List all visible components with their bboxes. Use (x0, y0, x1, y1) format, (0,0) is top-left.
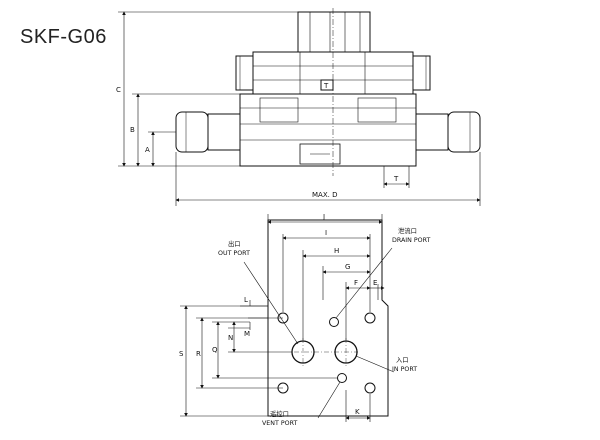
dim-b-label: B (130, 126, 135, 134)
drain-port-cn-label: 泄流口 (398, 226, 417, 235)
dim-m-label: M (244, 330, 250, 338)
vent-port-label: VENT PORT (262, 420, 298, 427)
dim-g-label: G (345, 263, 350, 271)
dim-s-label: S (179, 350, 184, 358)
mounting-face-view (267, 219, 389, 417)
dim-k-label: K (355, 408, 360, 416)
vent-port-cn-label: 遥控口 (270, 409, 289, 418)
mounting-face-dimension-labels: J I H G F E L M N Q R S K (179, 213, 377, 416)
center-mark-label: T (323, 82, 329, 90)
drain-port-label: DRAIN PORT (392, 237, 431, 244)
dim-i-label: I (325, 229, 327, 237)
dim-a-label: A (145, 146, 150, 154)
port-labels: 出口 OUT PORT 泄流口 DRAIN PORT 入口 IN PORT 遥控… (218, 226, 431, 427)
dim-n-label: N (228, 334, 233, 342)
out-port-cn-label: 出口 (228, 239, 241, 248)
top-view-dimension-lines (118, 11, 481, 206)
valve-side-view (175, 8, 481, 176)
dim-q-label: Q (212, 346, 218, 354)
dim-l-label: L (244, 296, 248, 304)
out-port-label: OUT PORT (218, 250, 250, 257)
dim-j-label: J (322, 213, 325, 221)
dim-r-label: R (196, 350, 201, 358)
mounting-face-dimension-lines (180, 214, 395, 422)
top-view-dimension-labels: C B A T MAX. D T (116, 82, 399, 199)
dim-t-label: T (393, 175, 399, 183)
dim-max-d-label: MAX. D (312, 191, 337, 199)
dim-h-label: H (334, 247, 339, 255)
in-port-label: IN PORT (392, 366, 417, 373)
dim-f-label: F (354, 279, 358, 287)
dim-c-label: C (116, 86, 121, 94)
dim-e-label: E (373, 279, 377, 287)
model-title: SKF-G06 (20, 26, 107, 48)
in-port-cn-label: 入口 (396, 356, 409, 364)
